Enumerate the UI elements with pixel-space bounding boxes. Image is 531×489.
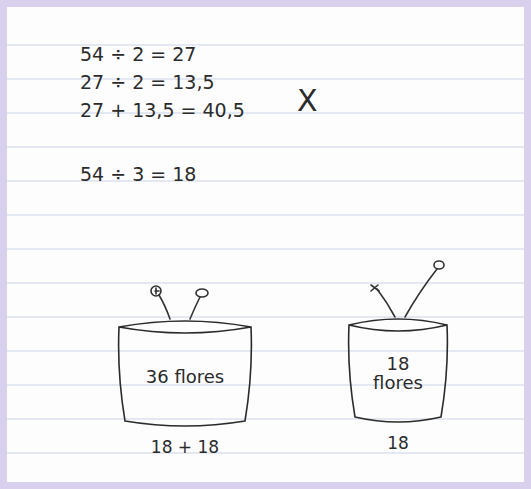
equation: 54 ÷ 2 = 27 (80, 43, 196, 65)
pot-label: 36 flores (145, 317, 225, 386)
flower-pot: 36 flores18 + 18 (115, 317, 255, 429)
flower-pot: 18 flores18 (345, 315, 451, 425)
pot-caption: 18 + 18 (151, 437, 219, 457)
notebook-page: 54 ÷ 2 = 27 27 ÷ 2 = 13,5 27 + 13,5 = 40,5… (7, 7, 524, 482)
equation: 54 ÷ 3 = 18 (80, 163, 196, 185)
pot-label: 18 flores (363, 315, 433, 393)
cross-mark: X (297, 83, 318, 118)
equation: 27 ÷ 2 = 13,5 (80, 71, 215, 93)
pot-caption: 18 (387, 433, 409, 453)
equation: 27 + 13,5 = 40,5 (80, 99, 245, 121)
